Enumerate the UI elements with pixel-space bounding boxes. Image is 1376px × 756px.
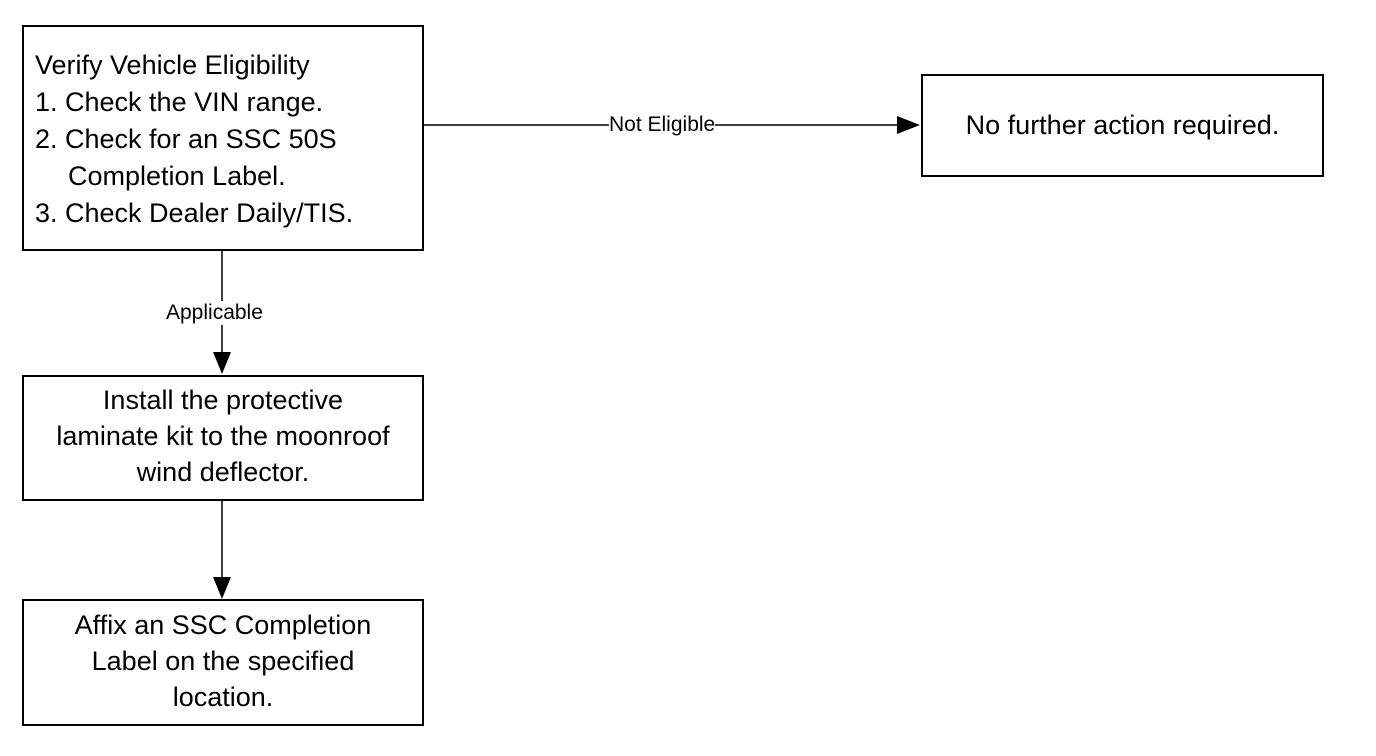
- no-further-action-text: No further action required.: [965, 110, 1280, 140]
- arrowhead-not-eligible: [897, 116, 920, 134]
- affix-line-1: Affix an SSC Completion: [74, 610, 372, 640]
- affix-label-box: Affix an SSC Completion Label on the spe…: [22, 599, 424, 726]
- edge-label-not-eligible: Not Eligible: [609, 113, 716, 137]
- edge-label-applicable: Applicable: [164, 301, 265, 325]
- verify-step-1: 1. Check the VIN range.: [35, 87, 324, 117]
- install-laminate-box: Install the protective laminate kit to t…: [22, 375, 424, 501]
- install-line-1: Install the protective: [102, 385, 344, 415]
- verify-step-2: 2. Check for an SSC 50S: [35, 124, 337, 154]
- verify-step-3: 3. Check Dealer Daily/TIS.: [35, 198, 354, 228]
- affix-line-3: location.: [172, 682, 274, 712]
- install-line-2: laminate kit to the moonroof: [56, 421, 390, 451]
- arrowhead-install-to-affix: [213, 577, 231, 599]
- no-further-action-box: No further action required.: [921, 74, 1324, 177]
- arrowhead-applicable: [213, 352, 231, 374]
- verify-eligibility-box: Verify Vehicle Eligibility 1. Check the …: [22, 25, 424, 251]
- affix-line-2: Label on the specified: [91, 646, 355, 676]
- verify-title: Verify Vehicle Eligibility: [35, 50, 310, 80]
- verify-step-2-continued: Completion Label.: [68, 161, 286, 191]
- install-line-3: wind deflector.: [136, 457, 310, 487]
